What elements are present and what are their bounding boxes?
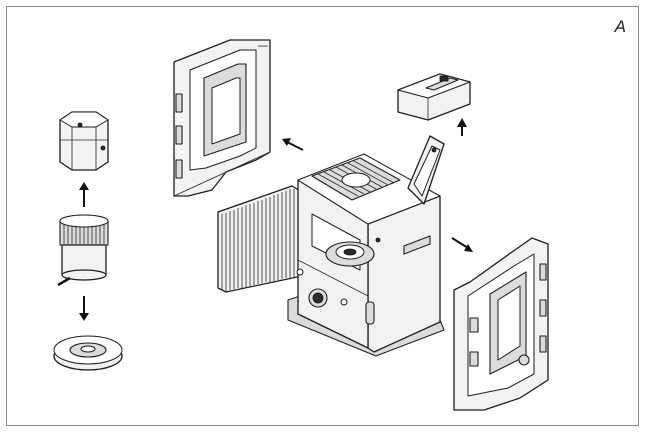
control-block-part [397,73,471,121]
reflector-grille-part [217,185,303,293]
panel-label: A [614,17,626,36]
arrow-to-left-panel [282,138,304,151]
left-side-panel-part [173,39,271,197]
right-side-panel-part [453,237,549,411]
arrow-down-to-base [79,296,89,321]
arrow-up-to-control-block [457,118,467,136]
arrow-to-right-panel [451,237,473,252]
arrow-up-to-cap [79,182,89,207]
base-disc-part [53,335,123,371]
octagonal-cap-part [59,111,109,171]
burner-cylinder-part [57,214,109,287]
heater-body-part [287,135,445,357]
